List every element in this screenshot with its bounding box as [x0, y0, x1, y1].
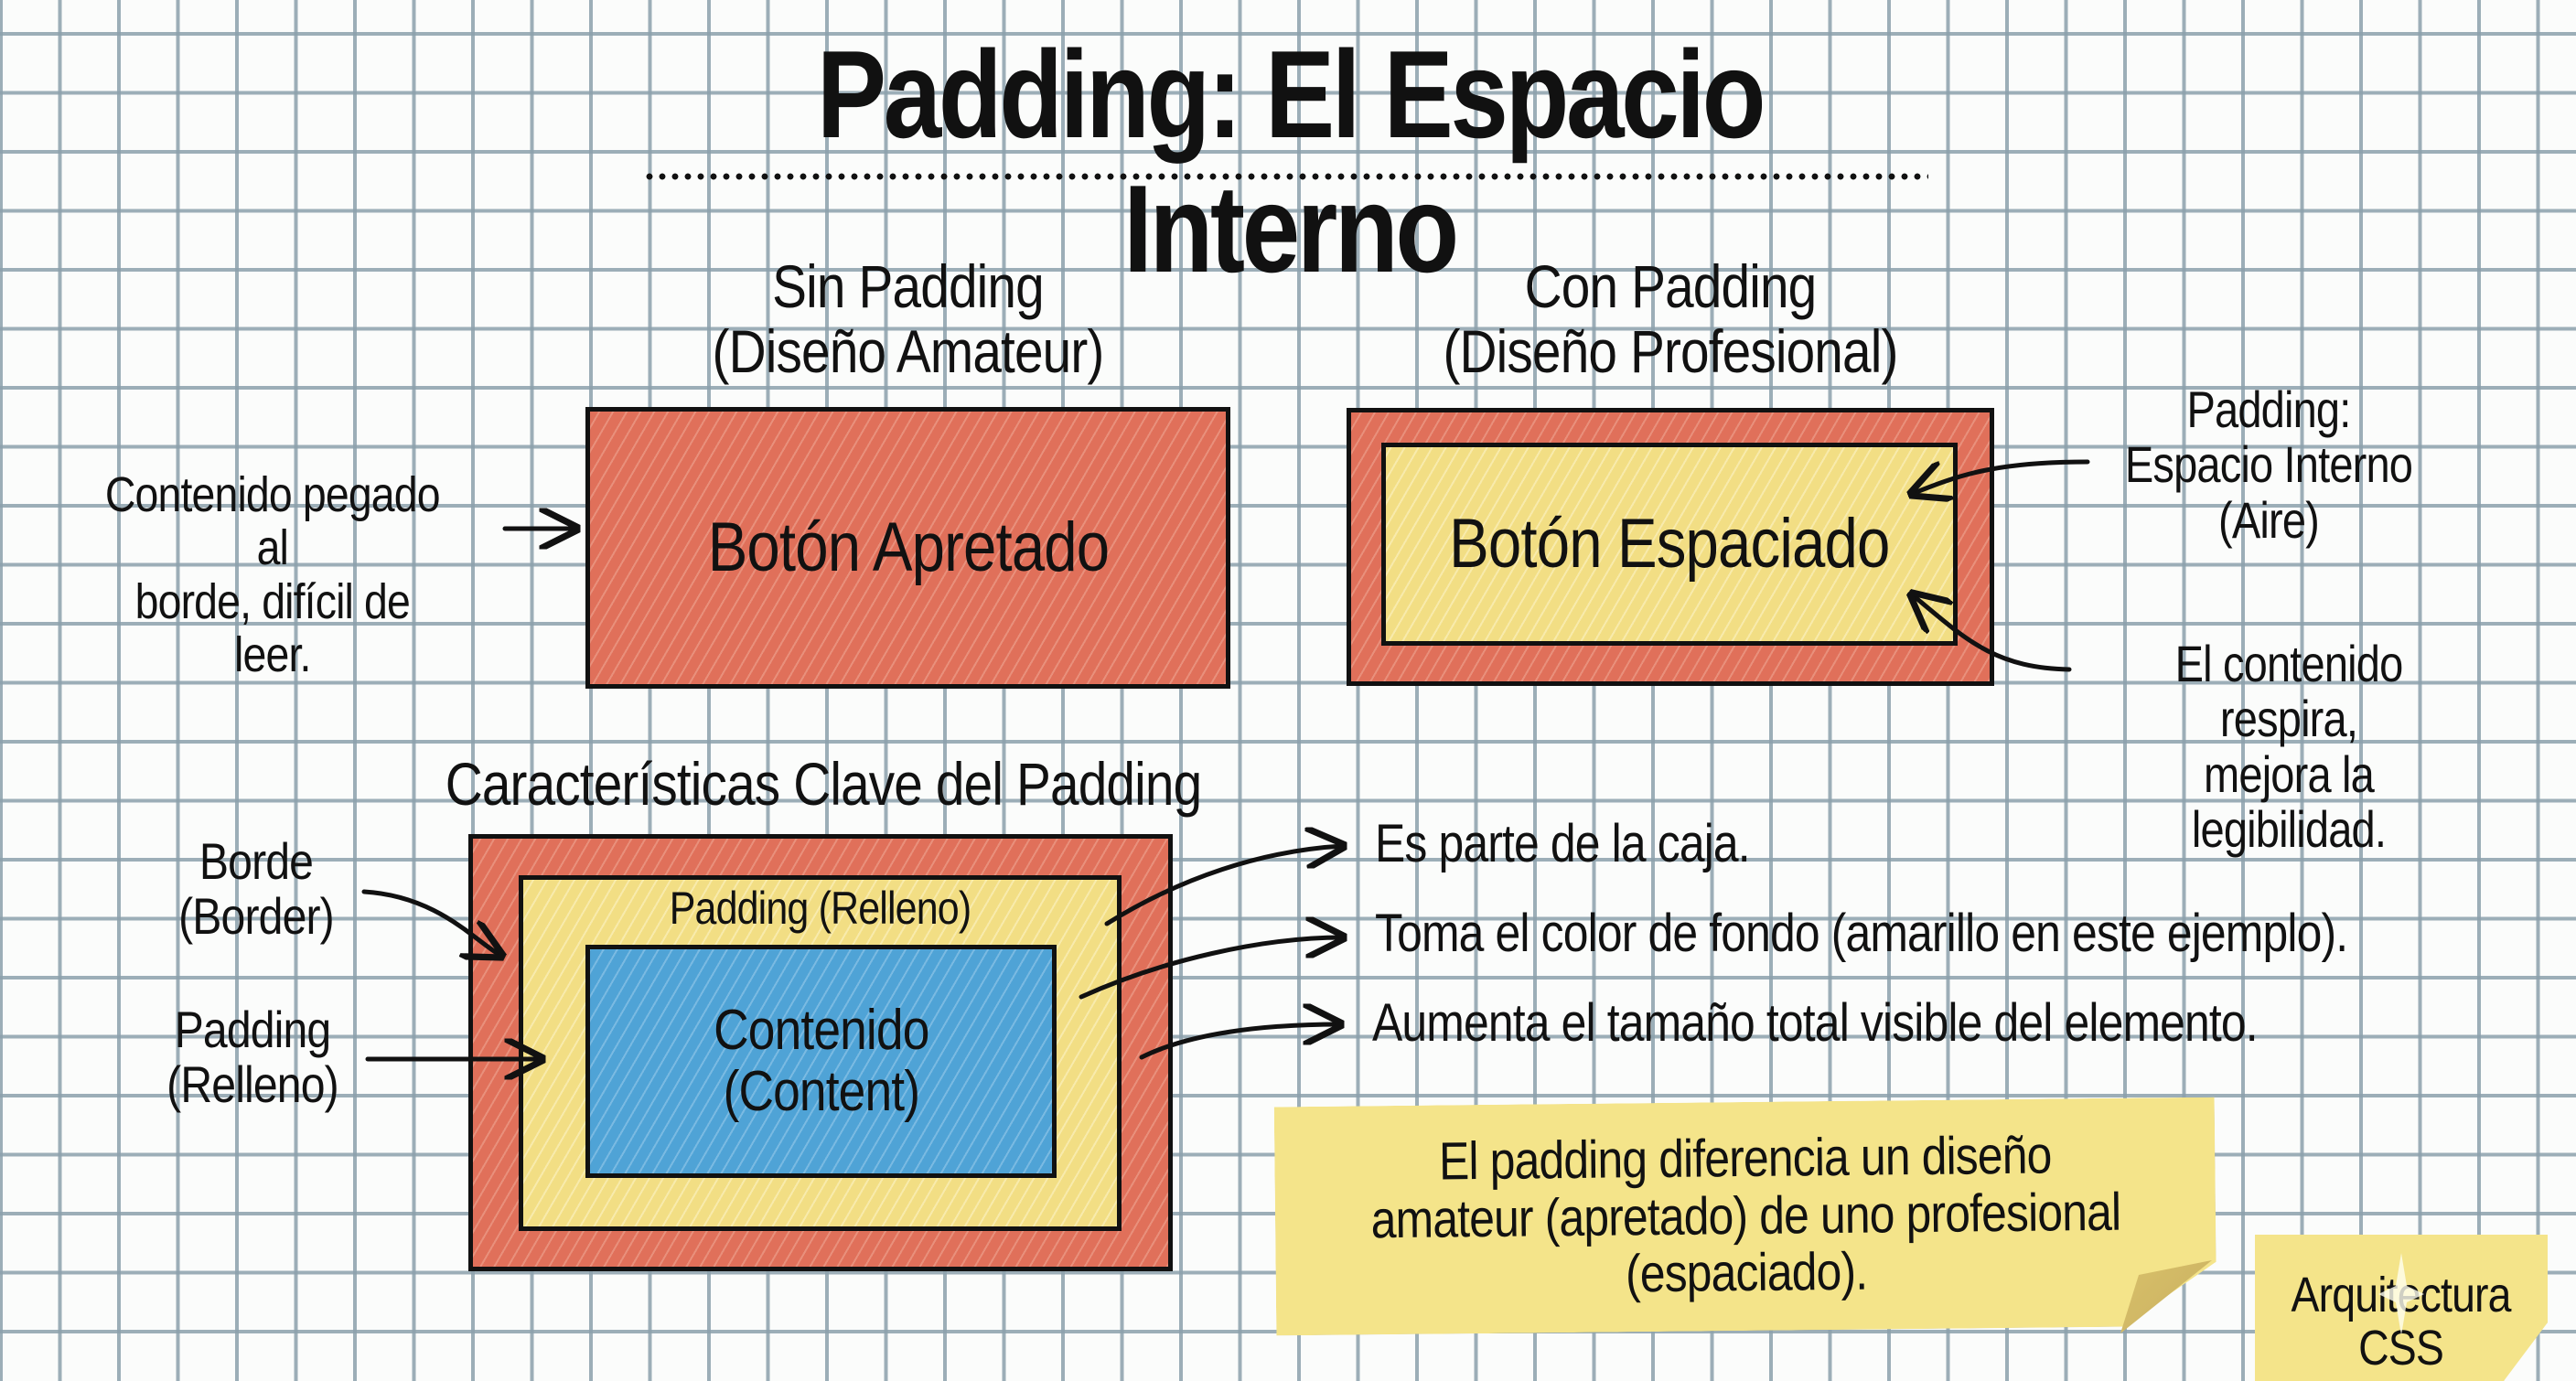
- annotation-line: Espacio Interno: [2124, 435, 2413, 494]
- feature-item: Toma el color de fondo (amarillo en este…: [1375, 904, 2348, 963]
- sin-padding-heading: Sin Padding (Diseño Amateur): [630, 252, 1185, 386]
- tight-annotation: Contenido pegado al borde, difícil de le…: [91, 468, 454, 681]
- con-padding-heading: Con Padding (Diseño Profesional): [1392, 252, 1949, 386]
- tight-button-label: Botón Apretado: [707, 508, 1109, 586]
- content-layer-label: Contenido (Content): [713, 998, 929, 1123]
- content-line: (Content): [723, 1059, 919, 1123]
- annotation-line: borde, difícil de leer.: [134, 573, 411, 682]
- annotation-line: Contenido pegado al: [104, 467, 441, 576]
- annotation-line: Padding:: [2186, 380, 2352, 438]
- heading-line: Con Padding: [1524, 252, 1818, 320]
- content-line: Contenido: [713, 998, 929, 1062]
- note-line: amateur (apretado) de uno profesional: [1369, 1182, 2121, 1249]
- feature-item: Aumenta el tamaño total visible del elem…: [1372, 993, 2259, 1053]
- page-title: Padding: El Espacio Interno: [816, 25, 1766, 298]
- label-line: Borde: [199, 832, 314, 890]
- annotation-line: (Aire): [2218, 490, 2320, 549]
- title-dotted-underline: [643, 172, 1928, 181]
- label-line: Padding: [174, 1001, 332, 1058]
- spaced-button-example: Botón Espaciado: [1381, 443, 1958, 646]
- tight-button-example: Botón Apretado: [585, 407, 1230, 689]
- summary-note-text: El padding diferencia un diseño amateur …: [1369, 1127, 2120, 1306]
- heading-line: (Diseño Amateur): [712, 317, 1105, 386]
- padding-label: Padding (Relleno): [150, 1001, 355, 1114]
- padding-air-annotation: Padding: Espacio Interno (Aire): [2115, 380, 2422, 549]
- summary-note: El padding diferencia un diseño amateur …: [1274, 1097, 2217, 1336]
- border-label: Borde (Border): [154, 832, 359, 946]
- content-layer: Contenido (Content): [585, 945, 1057, 1178]
- heading-line: Sin Padding: [772, 252, 1045, 320]
- breathes-annotation: El contenido respira, mejora la legibili…: [2104, 635, 2473, 859]
- feature-item: Es parte de la caja.: [1375, 814, 1751, 873]
- annotation-line: El contenido respira,: [2174, 635, 2404, 748]
- note-line: (espaciado).: [1625, 1241, 1868, 1304]
- label-line: (Border): [178, 887, 335, 946]
- spaced-button-label: Botón Espaciado: [1449, 504, 1890, 583]
- note-line: El padding diferencia un diseño: [1438, 1125, 2052, 1192]
- box-model-heading: Características Clave del Padding: [445, 750, 1202, 818]
- heading-line: (Diseño Profesional): [1443, 317, 1898, 386]
- annotation-line: mejora la legibilidad.: [2191, 744, 2387, 859]
- label-line: (Relleno): [166, 1055, 339, 1114]
- padding-layer-label: Padding (Relleno): [669, 883, 971, 934]
